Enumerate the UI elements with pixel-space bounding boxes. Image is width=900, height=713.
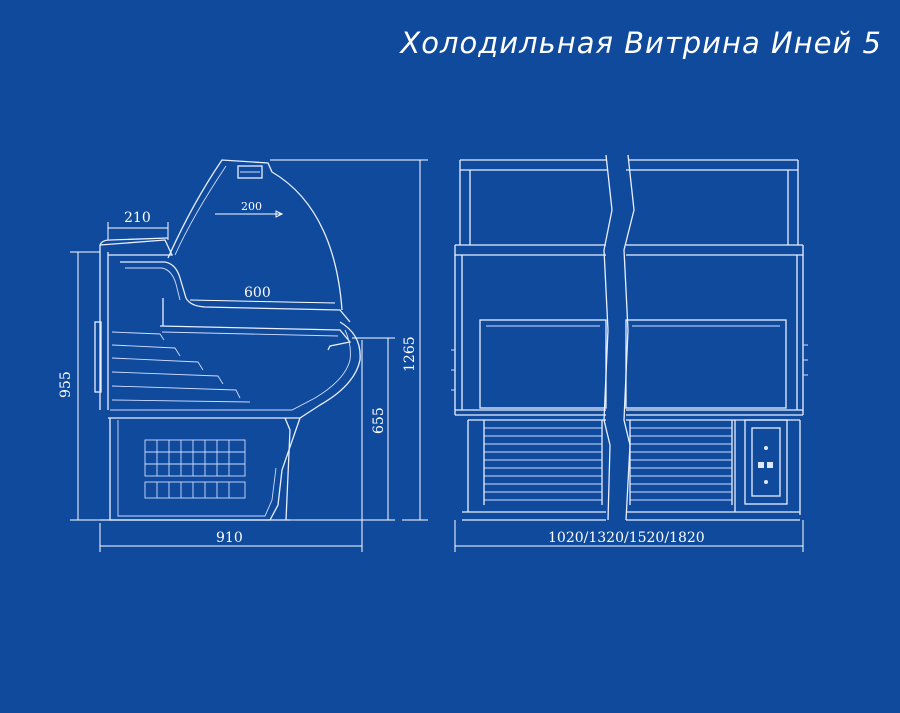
svg-text:955: 955 [58,371,74,398]
svg-text:210: 210 [124,210,151,226]
svg-text:1020/1320/1520/1820: 1020/1320/1520/1820 [548,530,705,546]
svg-text:600: 600 [244,285,271,301]
dimension-210: 210 [107,210,169,240]
dimension-1265: 1265 [270,159,428,521]
dimension-910: 910 [99,340,363,552]
control-panel [744,419,788,505]
dimension-length: 1020/1320/1520/1820 [454,520,804,552]
side-view [94,159,361,521]
svg-text:200: 200 [241,200,262,213]
svg-text:910: 910 [216,530,243,546]
dimension-955: 955 [58,251,100,521]
dimension-200: 200 [215,200,284,218]
svg-text:1265: 1265 [402,336,418,372]
front-view [451,154,808,521]
vent-grille [144,439,246,499]
svg-text:655: 655 [371,407,387,434]
diagram-title: Холодильная Витрина Иней 5 [400,26,882,60]
dimension-600: 600 [189,285,336,304]
front-louvres [483,420,733,505]
dimension-655: 655 [290,337,395,521]
